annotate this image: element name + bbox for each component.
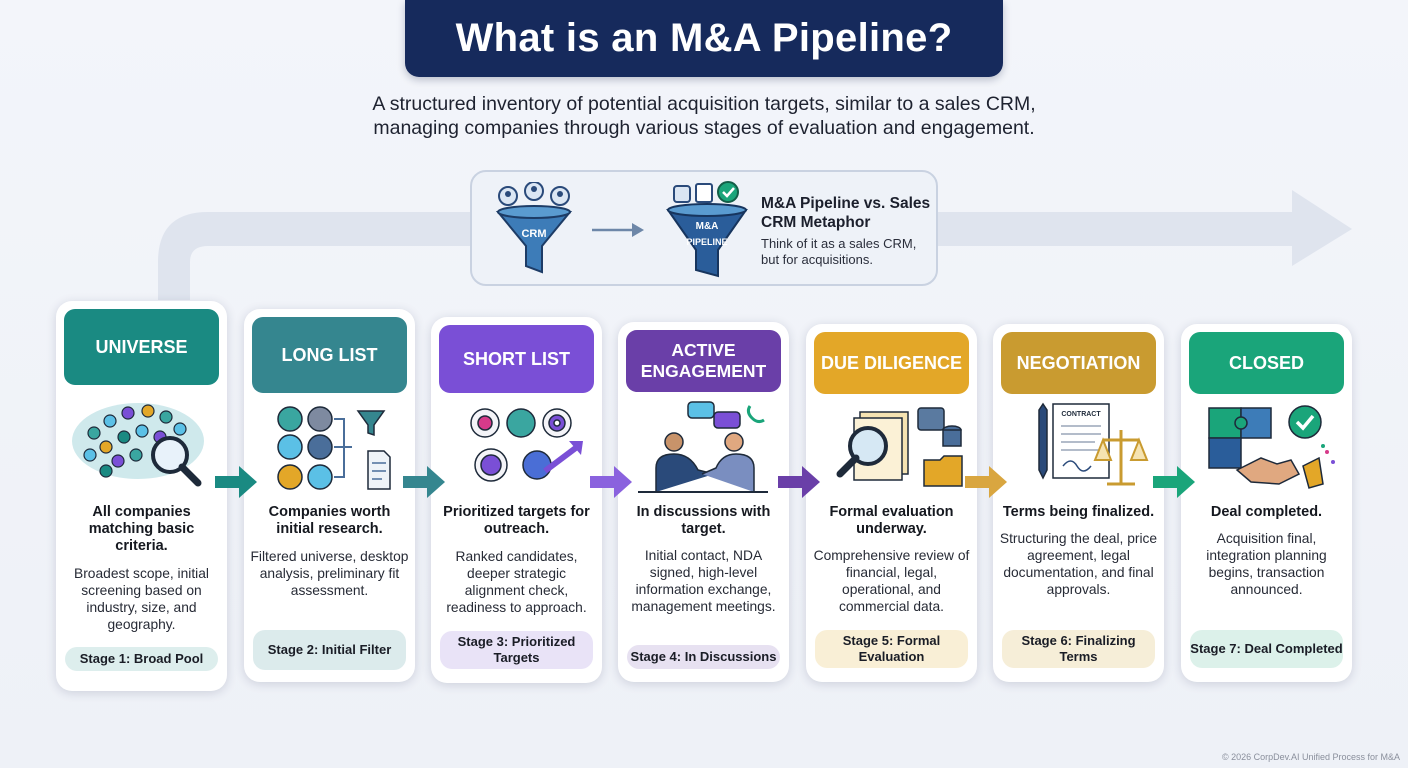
contract-scale-icon: CONTRACT: [1038, 402, 1149, 486]
stage-description: Comprehensive review of financial, legal…: [813, 548, 970, 614]
document-review-icon: [836, 407, 963, 487]
puzzle-handshake-icon: [1208, 405, 1335, 489]
pipeline-label-1: M&A: [696, 221, 719, 232]
stage-header: NEGOTIATION: [1001, 332, 1156, 394]
stage-summary: Companies worth initial research.: [268, 504, 391, 537]
metaphor-panel: CRM M&A PIPELINE M&A Pipeline vs. Sales …: [470, 170, 938, 286]
stage-header: UNIVERSE: [64, 309, 219, 385]
subtitle-line-1: A structured inventory of potential acqu…: [372, 93, 1036, 115]
connector-arrow-5: [965, 466, 1007, 498]
stage-header: LONG LIST: [252, 317, 407, 393]
stage-card-long-list: LONG LIST Companies worth initial resear…: [244, 309, 415, 682]
stage-card-due-diligence: DUE DILIGENCE Formal evaluation underway…: [806, 324, 977, 682]
stage-card-active-engagement: ACTIVE ENGAGEMENT In discussions with ta…: [618, 322, 789, 682]
connector-arrow-6: [1153, 466, 1195, 498]
subtitle-line-2: managing companies through various stage…: [373, 117, 1035, 139]
stage-description: Acquisition final, integration planning …: [1206, 531, 1327, 597]
stage-badge: Stage 5: Formal Evaluation: [815, 630, 968, 668]
stage-summary: All companies matching basic criteria.: [88, 504, 195, 554]
handshake-discussion-icon: [638, 401, 768, 493]
svg-text:CONTRACT: CONTRACT: [1061, 411, 1101, 418]
footer-credit: © 2026 CorpDev.AI Unified Process for M&…: [1221, 752, 1400, 762]
connector-arrow-4: [778, 466, 820, 498]
stage-badge: Stage 6: Finalizing Terms: [1002, 630, 1155, 668]
stage-summary: Prioritized targets for outreach.: [443, 504, 590, 537]
stage-card-universe: UNIVERSE All companies matching basic cr…: [56, 301, 227, 691]
stage-card-short-list: SHORT LIST Prioritized targets for outre…: [431, 317, 602, 683]
stage-summary: Formal evaluation underway.: [829, 504, 954, 537]
page-subtitle: A structured inventory of potential acqu…: [304, 92, 1104, 140]
magnifier-cluster-icon: [72, 403, 204, 487]
stage-header: DUE DILIGENCE: [814, 332, 969, 394]
stage-summary: In discussions with target.: [636, 504, 771, 537]
stage-description: Filtered universe, desktop analysis, pre…: [250, 549, 409, 598]
connector-arrow-2: [403, 466, 445, 498]
stage-summary: Deal completed.: [1210, 504, 1323, 520]
pipeline-label-2: PIPELINE: [686, 237, 727, 247]
stage-description: Structuring the deal, price agreement, l…: [999, 531, 1158, 597]
stage-summary: Terms being finalized.: [1002, 504, 1155, 520]
metaphor-title: M&A Pipeline vs. Sales CRM Metaphor: [761, 195, 931, 231]
stage-badge: Stage 2: Initial Filter: [253, 630, 406, 670]
stage-description: Broadest scope, initial screening based …: [74, 566, 209, 632]
stage-badge: Stage 4: In Discussions: [627, 645, 780, 669]
crm-funnel-icon: CRM: [495, 182, 573, 274]
connector-arrow-3: [590, 466, 632, 498]
filter-funnel-icon: [277, 406, 391, 490]
metaphor-text: Think of it as a sales CRM, but for acqu…: [761, 236, 917, 267]
stage-description: Initial contact, NDA signed, high-level …: [631, 548, 776, 614]
title-banner: What is an M&A Pipeline?: [405, 0, 1003, 77]
stage-card-closed: CLOSED Deal completed. Acquisition final…: [1181, 324, 1352, 682]
target-cluster-icon: [470, 408, 583, 482]
stage-badge: Stage 7: Deal Completed: [1190, 630, 1343, 668]
stage-badge: Stage 3: Prioritized Targets: [440, 631, 593, 669]
right-arrow-icon: [592, 223, 644, 237]
connector-arrow-1: [215, 466, 257, 498]
stage-card-negotiation: NEGOTIATION CONTRACT Terms being finaliz…: [993, 324, 1164, 682]
stage-header: ACTIVE ENGAGEMENT: [626, 330, 781, 392]
crm-label: CRM: [521, 228, 546, 240]
stage-description: Ranked candidates, deeper strategic alig…: [446, 549, 587, 615]
page-title: What is an M&A Pipeline?: [455, 16, 953, 60]
pipeline-funnel-icon: M&A PIPELINE: [666, 181, 748, 278]
stage-header: SHORT LIST: [439, 325, 594, 393]
stage-header: CLOSED: [1189, 332, 1344, 394]
stage-badge: Stage 1: Broad Pool: [65, 647, 218, 671]
